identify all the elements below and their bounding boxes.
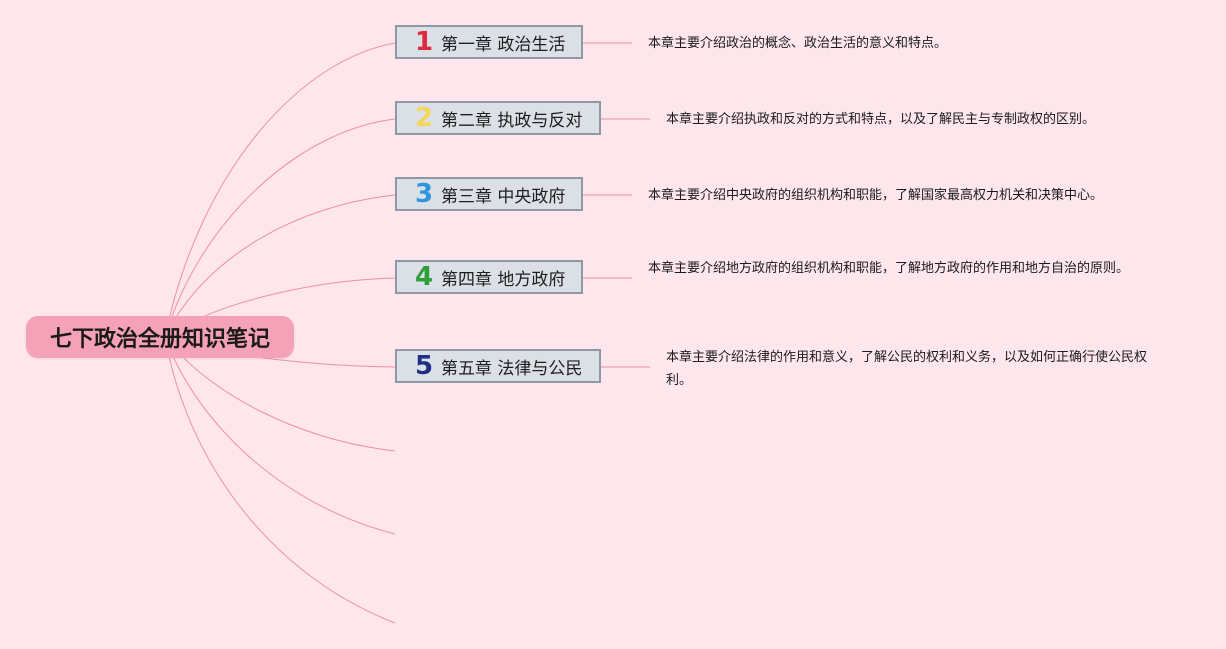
chapter-summary-1[interactable]: 本章主要介绍政治的概念、政治生活的意义和特点。: [648, 36, 948, 51]
branch-line-chapter-1: [164, 42, 396, 338]
chapter-topic-3[interactable]: 3 第三章 中央政府: [395, 177, 583, 211]
chapter-summary-3[interactable]: 本章主要介绍中央政府的组织机构和职能，了解国家最高权力机关和决策中心。: [648, 188, 1104, 203]
chapter-summary-5[interactable]: 本章主要介绍法律的作用和意义，了解公民的权利和义务，以及如何正确行使公民权利。: [666, 350, 1148, 388]
chapter-topic-2[interactable]: 2 第二章 执政与反对: [395, 101, 601, 135]
chapter-number-1: 1: [414, 27, 434, 57]
branch-line-empty-1: [164, 336, 396, 452]
branch-line-empty-2: [164, 336, 396, 535]
branch-line-empty-3: [164, 336, 396, 624]
chapter-topic-1[interactable]: 1 第一章 政治生活: [395, 25, 583, 59]
chapter-title-2: 第二章 执政与反对: [441, 110, 583, 131]
branch-line-chapter-2: [164, 118, 396, 338]
chapter-title-4: 第四章 地方政府: [441, 269, 566, 290]
branch-line-chapter-3: [164, 194, 396, 338]
chapter-title-5: 第五章 法律与公民: [441, 358, 583, 379]
chapter-topic-4[interactable]: 4 第四章 地方政府: [395, 260, 583, 294]
chapter-number-2: 2: [414, 103, 434, 133]
chapter-number-4: 4: [414, 262, 434, 292]
chapter-summary-4[interactable]: 本章主要介绍地方政府的组织机构和职能，了解地方政府的作用和地方自治的原则。: [648, 261, 1130, 276]
chapter-topic-5[interactable]: 5 第五章 法律与公民: [395, 349, 601, 383]
root-topic[interactable]: 七下政治全册知识笔记: [26, 316, 294, 358]
chapter-number-3: 3: [414, 179, 434, 209]
chapter-title-3: 第三章 中央政府: [441, 186, 566, 207]
chapter-summary-2[interactable]: 本章主要介绍执政和反对的方式和特点，以及了解民主与专制政权的区别。: [666, 112, 1096, 127]
chapter-number-5: 5: [414, 351, 434, 381]
chapter-title-1: 第一章 政治生活: [441, 34, 566, 55]
root-topic-label: 七下政治全册知识笔记: [49, 327, 270, 352]
